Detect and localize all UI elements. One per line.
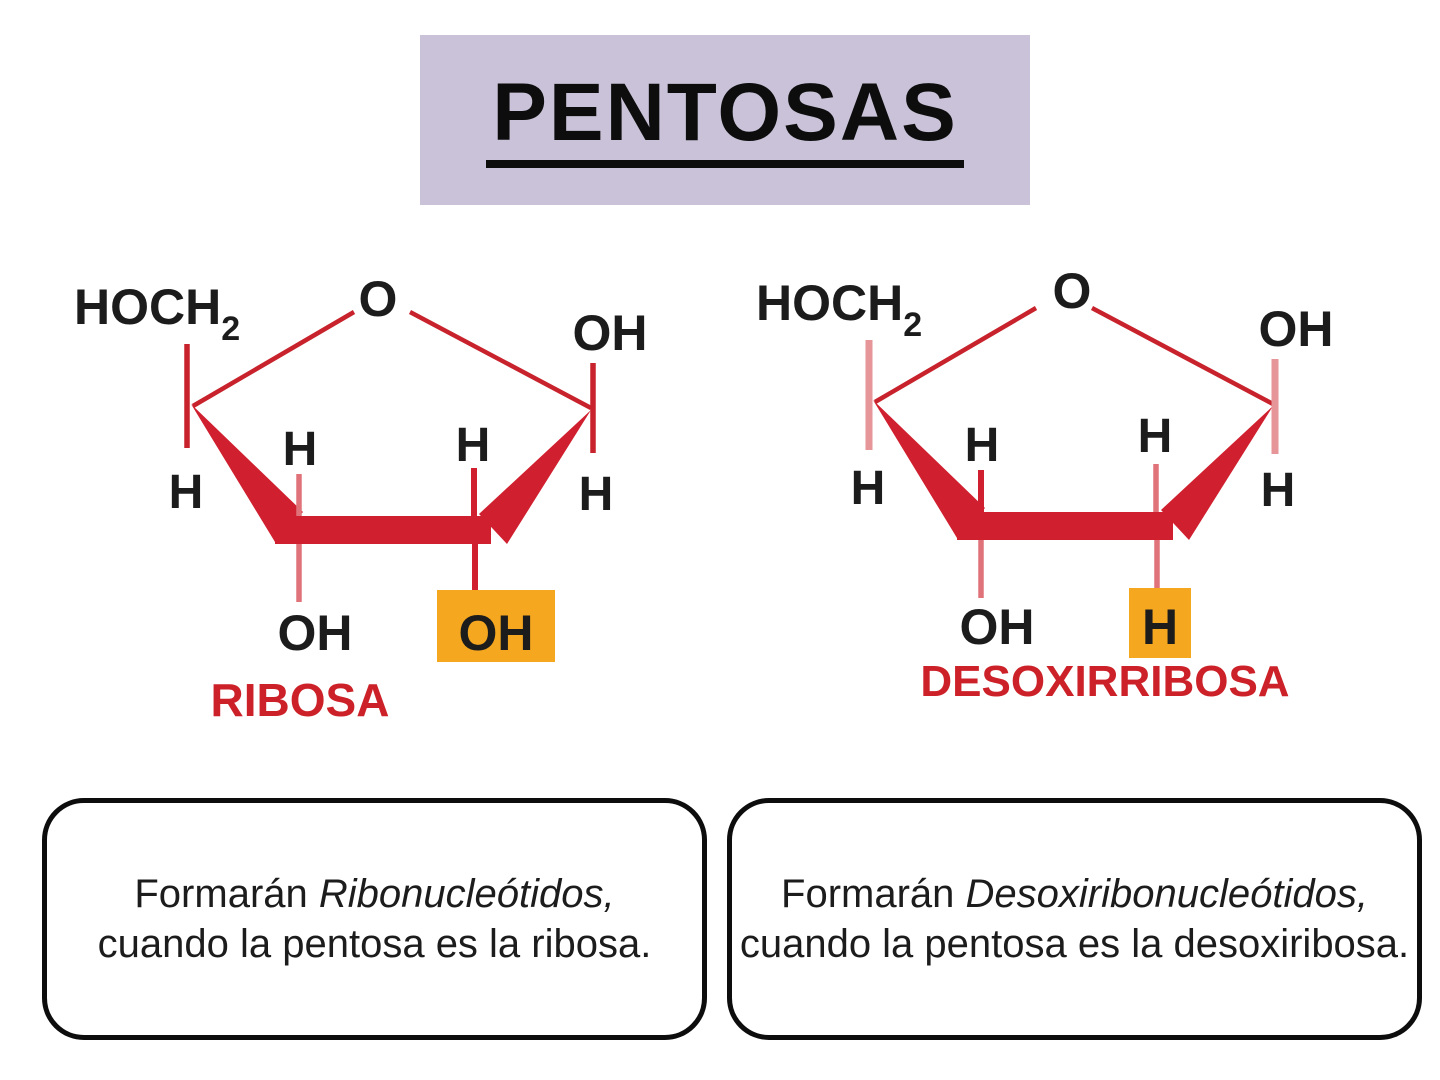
highlight-box (437, 590, 555, 662)
ring-oxygen-label: O (1053, 263, 1092, 319)
oh-bottom-left-label: OH (960, 599, 1035, 655)
ribose-note-line1: Formarán Ribonucleótidos, (134, 869, 614, 919)
note-term: Desoxiribonucleótidos, (965, 872, 1368, 916)
h-outer-left-label: H (169, 466, 204, 519)
ring-oxygen-label: O (359, 271, 398, 327)
note-prefix: Formarán (781, 872, 966, 916)
h-inner-left-label: H (283, 423, 318, 476)
highlight-label: H (1142, 599, 1178, 655)
ring-bond-c4-o (873, 306, 1038, 404)
h-outer-left-label: H (851, 462, 886, 515)
note-term: Ribonucleótidos, (318, 872, 615, 916)
ring-wedge-left (873, 400, 985, 538)
h-inner-left-label: H (965, 419, 1000, 472)
oh-top-label: OH (573, 305, 648, 361)
deoxyribose-diagram: HOCH2 O OH H H H H OH H DESOXIRRIBOSA (756, 263, 1334, 706)
ring-bond-c4-o (191, 310, 356, 408)
ring-wedge-right (1161, 406, 1273, 540)
molecule-name: RIBOSA (211, 674, 390, 726)
ring-wedge-left (191, 404, 303, 542)
ribose-note-box: Formarán Ribonucleótidos, cuando la pent… (42, 798, 707, 1040)
oh-top-label: OH (1259, 301, 1334, 357)
ring-wedge-right (479, 410, 591, 544)
ring-bond-o-c1 (408, 310, 593, 410)
oh-bottom-left-label: OH (278, 605, 353, 661)
hoch2-label: HOCH2 (74, 279, 240, 348)
molecule-name: DESOXIRRIBOSA (920, 657, 1289, 706)
ribose-note-line2: cuando la pentosa es la ribosa. (97, 922, 652, 966)
ring-bond-o-c1 (1090, 306, 1275, 406)
highlight-label: OH (459, 605, 534, 661)
highlight-box (1129, 588, 1191, 658)
note-prefix: Formarán (134, 872, 319, 916)
ring-bond-front (275, 516, 491, 544)
deoxyribose-note-line2: cuando la pentosa es la desoxiribosa. (739, 922, 1410, 966)
h-inner-right-label: H (1138, 410, 1173, 463)
title-banner: PENTOSAS (420, 35, 1030, 205)
deoxyribose-note-line1: Formarán Desoxiribonucleótidos, (781, 869, 1368, 919)
ribose-diagram: HOCH2 O OH H H H H OH OH RIBOSA (74, 271, 648, 726)
page-title: PENTOSAS (486, 72, 964, 168)
h-outer-right-label: H (1261, 464, 1296, 517)
h-outer-right-label: H (579, 468, 614, 521)
hoch2-label: HOCH2 (756, 275, 922, 344)
ring-bond-front (957, 512, 1173, 540)
h-inner-right-label: H (456, 419, 491, 472)
deoxyribose-note-box: Formarán Desoxiribonucleótidos, cuando l… (727, 798, 1422, 1040)
